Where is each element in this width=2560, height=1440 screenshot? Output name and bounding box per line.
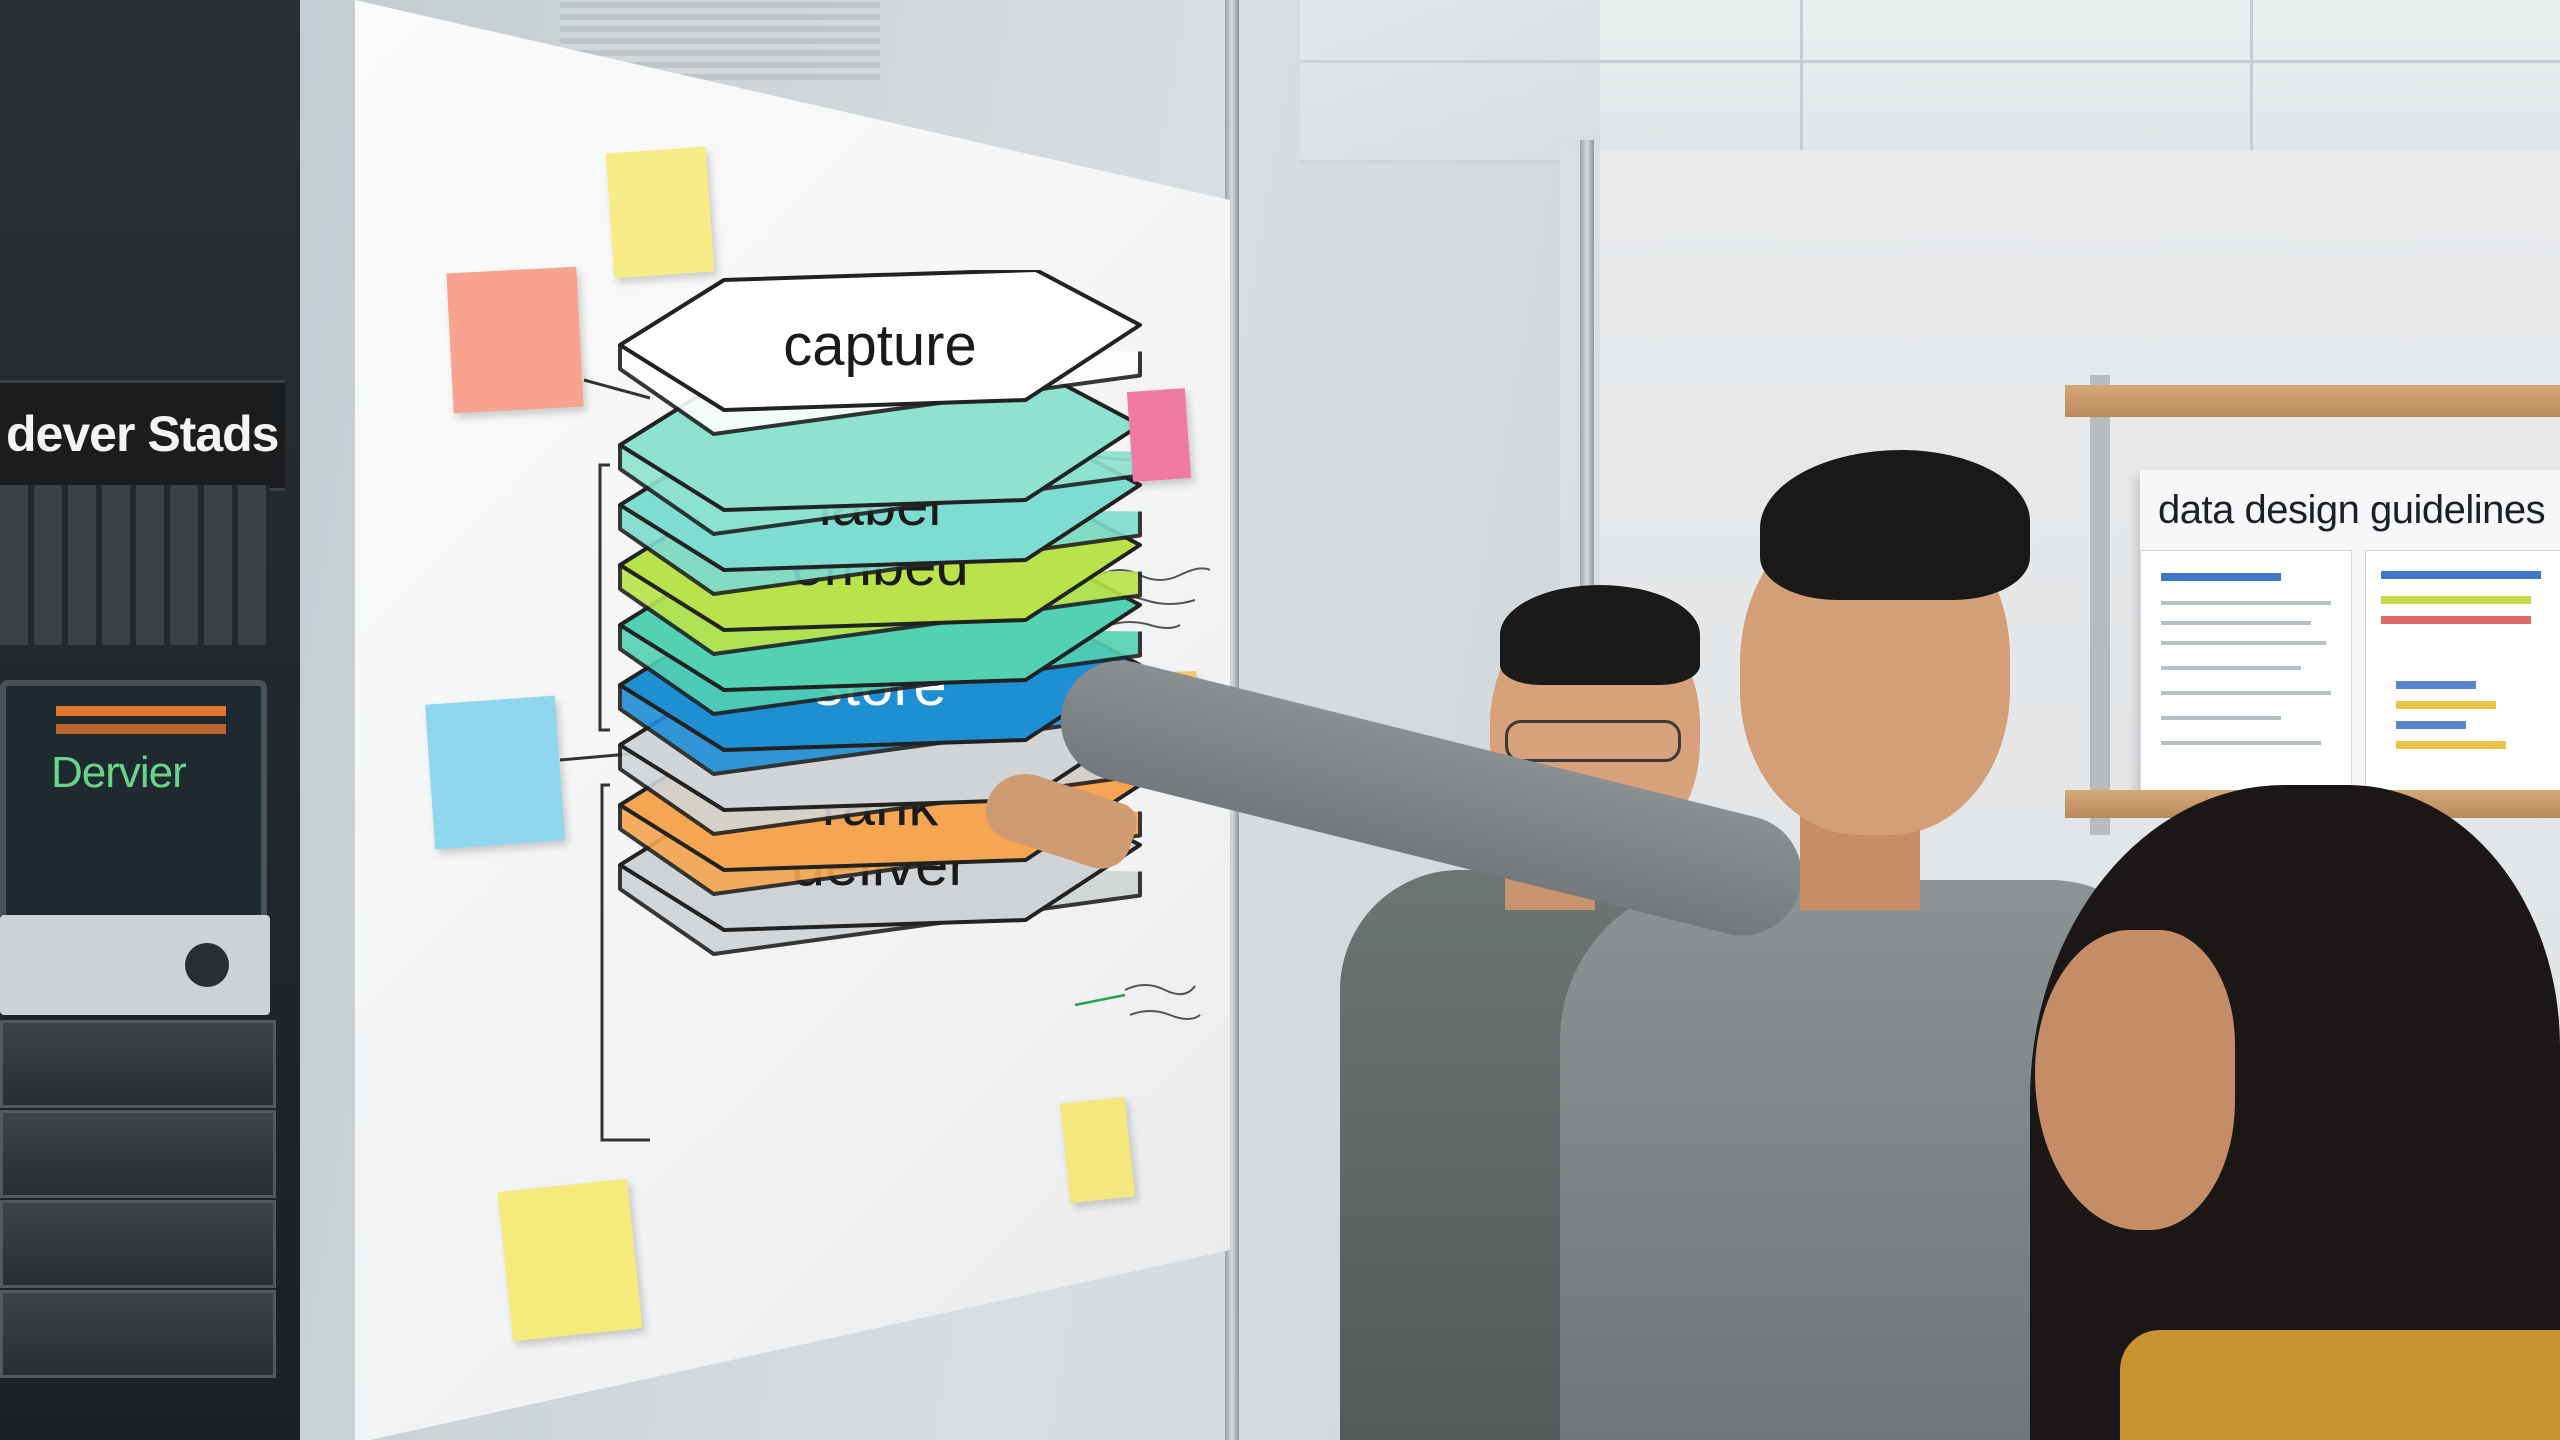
- rack-sign-text: dever Stads: [6, 406, 279, 462]
- rack-screen: Dervier: [0, 680, 267, 922]
- person-center-hair: [1760, 450, 2030, 600]
- sticky-note: [497, 1178, 643, 1342]
- sticky-note: [446, 266, 584, 414]
- sticky-note: [1126, 388, 1192, 482]
- sticky-note: [1059, 1096, 1136, 1204]
- sticky-note: [605, 146, 715, 279]
- poster-document: [2140, 550, 2352, 792]
- glasses-icon: [1505, 720, 1681, 762]
- diagram-layer-capture: capture: [618, 270, 1142, 436]
- sticky-note: [425, 695, 565, 850]
- rack-drive: [0, 1290, 276, 1378]
- layer-label-capture: capture: [783, 313, 976, 378]
- shelf-post: [2090, 375, 2110, 835]
- rack-drive: [0, 1200, 276, 1288]
- diagram-layer: [618, 368, 1142, 536]
- rack-drive: [0, 1110, 276, 1198]
- poster-title: data design guidelines: [2158, 488, 2546, 532]
- rack-units: [0, 485, 270, 645]
- person-right-face: [2035, 930, 2235, 1230]
- rack-screen-text: Dervier: [51, 748, 187, 797]
- rack-panel: [0, 915, 270, 1015]
- person-left-hair: [1500, 585, 1700, 685]
- rack-drive: [0, 1020, 276, 1108]
- person-right-shirt: [2120, 1330, 2560, 1440]
- guidelines-poster: data design guidelines: [2140, 470, 2560, 800]
- diagram-connectors: [560, 378, 651, 1142]
- rack-sign: dever Stads: [0, 380, 285, 491]
- shelf: [2065, 385, 2560, 417]
- knob-icon: [185, 943, 229, 987]
- poster-document: [2365, 550, 2560, 792]
